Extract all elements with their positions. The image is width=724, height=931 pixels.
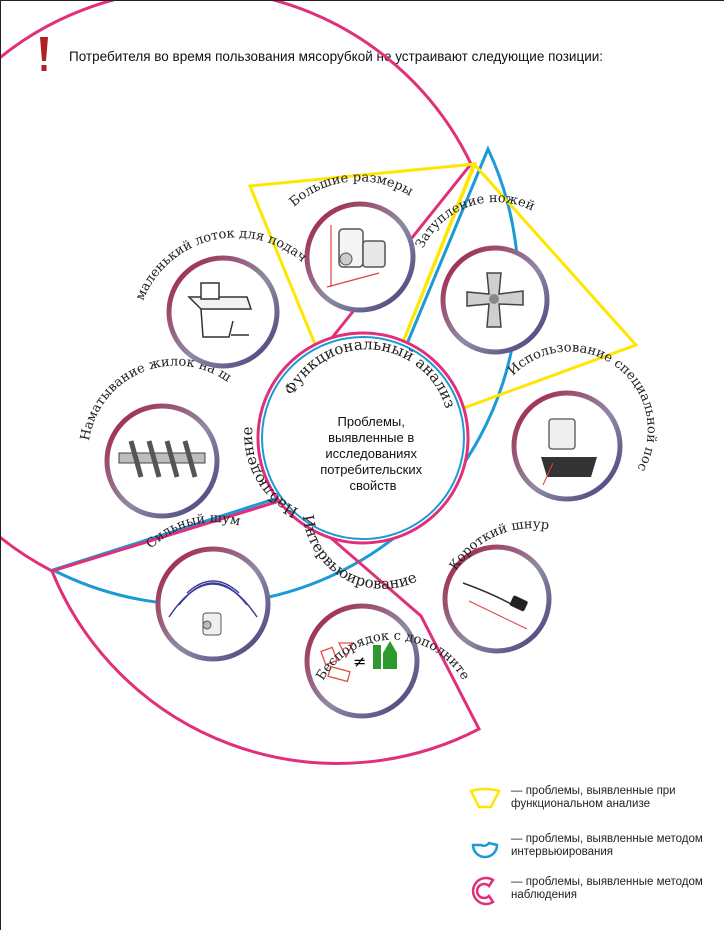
- observation-swatch-icon: [471, 876, 495, 906]
- svg-text:≠: ≠: [353, 652, 366, 671]
- feed-tray-icon: [187, 282, 253, 338]
- center-title: Проблемы, выявленные в исследованиях пот…: [320, 414, 426, 493]
- problem-dull-knives: Затупление ножей: [413, 191, 550, 355]
- power-cord-icon: [462, 582, 528, 630]
- problem-winding-veins: Наматывание жилок на шнек: [1, 1, 234, 519]
- grinder-knife-icon: [466, 272, 524, 328]
- interview-swatch-icon: [471, 841, 499, 859]
- problem-dull-knives-label: Затупление ножей: [413, 191, 537, 251]
- exclamation-icon: [40, 37, 48, 71]
- problem-short-cord: Короткий шнур: [442, 517, 552, 654]
- legend-functional: — проблемы, выявленные при функционально…: [467, 785, 676, 818]
- observation-bottom-outline: [49, 497, 482, 765]
- problem-loud-noise: Сильный шум: [143, 511, 271, 662]
- functional-swatch-icon: [469, 787, 501, 809]
- problem-large-size: Большие размеры: [287, 170, 416, 313]
- auger-screw-icon: [118, 440, 206, 478]
- page-title: Потребителя во время пользования мясоруб…: [69, 49, 604, 64]
- legend-interview: — проблемы, выявленные методом интервьюи…: [467, 833, 703, 866]
- noise-grinder-icon: [168, 580, 258, 636]
- observation-outline: [1, 1, 473, 573]
- legend-functional-text: — проблемы, выявленные при функционально…: [511, 785, 676, 810]
- center-group: Функциональный анализ Интервьюирование Н…: [238, 331, 470, 593]
- legend-observation-text: — проблемы, выявленные методом наблюдени…: [511, 876, 703, 901]
- attachments-mess-icon: ≠: [320, 641, 397, 683]
- legend-interview-text: — проблемы, выявленные методом интервьюи…: [511, 833, 703, 858]
- problem-small-tray-label: маленький лоток для подачи мяса: [1, 1, 309, 303]
- legend-observation: — проблемы, выявленные методом наблюдени…: [467, 876, 703, 911]
- meat-grinder-size-icon: [326, 225, 386, 288]
- grinder-dish-icon: [541, 418, 597, 486]
- problem-winding-veins-label: Наматывание жилок на шнек: [1, 1, 234, 442]
